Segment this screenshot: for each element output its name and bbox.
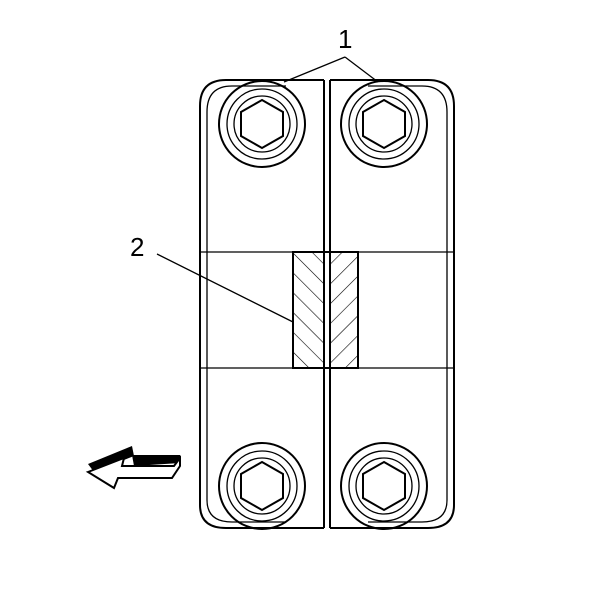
callout-1: 1: [338, 24, 352, 54]
arrow-left-icon: [85, 446, 181, 490]
left-plate: [199, 79, 324, 529]
hatched-block: [292, 251, 359, 369]
leader-lines: [156, 56, 379, 323]
bolt-top-left: [218, 80, 306, 168]
bolt-top-right: [340, 80, 428, 168]
bolt-bottom-left: [218, 442, 306, 530]
band-lines: [200, 251, 454, 369]
right-plate: [330, 79, 455, 529]
bolt-bottom-right: [340, 442, 428, 530]
callout-2: 2: [130, 232, 144, 262]
